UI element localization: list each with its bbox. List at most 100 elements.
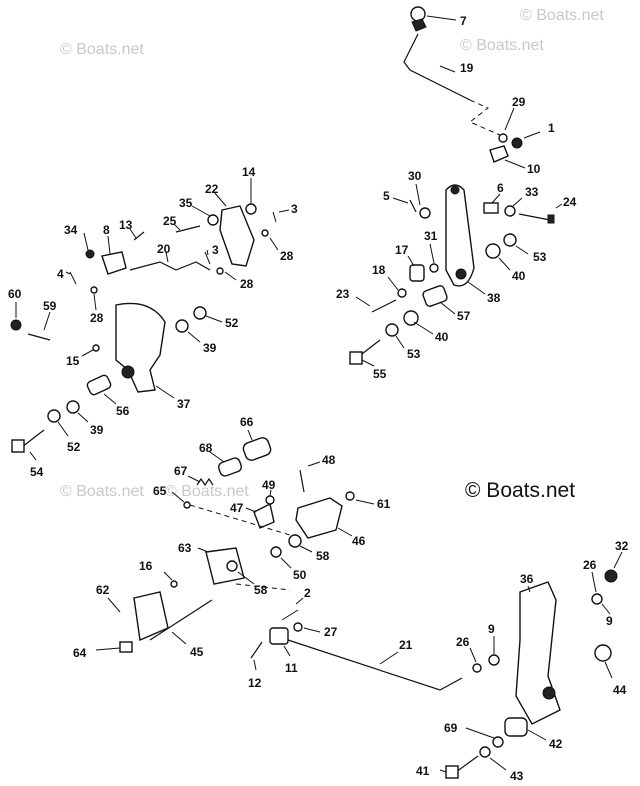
part-49-washer [265, 495, 275, 505]
part-9-washer [488, 654, 500, 666]
part-10-swivel [489, 145, 509, 163]
callout-35: 35 [179, 196, 193, 210]
callout-21: 21 [399, 638, 413, 652]
callout-26b: 26 [456, 635, 470, 649]
callout-58: 58 [316, 549, 330, 563]
part-38-lever [445, 184, 475, 287]
callout-49: 49 [262, 478, 276, 492]
part-27-washer [293, 622, 303, 632]
callout-37: 37 [177, 397, 191, 411]
part-3-pin [272, 211, 277, 223]
callout-52: 52 [225, 316, 239, 330]
part-24-screw-shank [518, 213, 551, 221]
callout-12: 12 [248, 676, 262, 690]
callout-55: 55 [373, 367, 387, 381]
part-66-sleeve [242, 437, 272, 461]
part-15-ball [92, 344, 100, 352]
part-33-washer [504, 205, 516, 217]
callout-3b: 3 [212, 243, 219, 257]
callout-69: 69 [444, 721, 458, 735]
callout-40b: 40 [435, 330, 449, 344]
callout-19: 19 [460, 61, 474, 75]
part-22-bracket [219, 205, 255, 267]
part-39-locknut-lower [66, 400, 80, 414]
callout-13: 13 [119, 218, 133, 232]
callout-33: 33 [525, 185, 539, 199]
callout-62: 62 [96, 583, 110, 597]
callout-42: 42 [549, 737, 563, 751]
callout-68: 68 [199, 441, 213, 455]
part-25-screw [175, 225, 201, 233]
part-62-bracket [133, 591, 169, 642]
callout-6: 6 [497, 181, 504, 195]
part-58-washer [288, 534, 302, 548]
part-11-clevis [269, 627, 289, 645]
part-7-nut [410, 6, 426, 22]
callout-7: 7 [460, 14, 467, 28]
part-64-screw [119, 641, 133, 653]
callout-2: 2 [304, 586, 311, 600]
watermark-mid-left: © Boats.net [60, 483, 144, 500]
part-44-washer [594, 644, 612, 662]
callout-4: 4 [57, 267, 64, 281]
watermark-top-right: © Boats.net [460, 37, 544, 54]
callout-16: 16 [139, 559, 153, 573]
callout-23: 23 [336, 287, 350, 301]
part-5-pin [409, 199, 417, 213]
callout-31: 31 [424, 229, 438, 243]
callout-40: 40 [512, 269, 526, 283]
callout-14: 14 [242, 165, 256, 179]
part-48-screw [299, 469, 305, 493]
callout-61: 61 [377, 497, 391, 511]
callout-28: 28 [280, 249, 294, 263]
callout-44: 44 [613, 683, 627, 697]
part-38-bore [455, 268, 467, 280]
part-19-rod [403, 33, 471, 101]
part-65-ball [183, 501, 191, 509]
link-dash-b [235, 583, 291, 591]
part-56-spacer [86, 374, 112, 396]
callout-29: 29 [512, 95, 526, 109]
part-32-nut [604, 569, 618, 583]
part-17-bushing [409, 264, 425, 282]
callout-65: 65 [153, 484, 167, 498]
rod-dash-line [469, 99, 501, 136]
part-69-washer [492, 736, 504, 748]
part-20-link [129, 261, 211, 271]
throttle-cam-assembly [10, 203, 277, 453]
part-63-plate [205, 547, 245, 585]
part-37-cam [115, 302, 166, 393]
watermark-mid-center: © Boats.net [165, 483, 249, 500]
callout-67: 67 [174, 464, 188, 478]
part-3-pin-b [204, 251, 211, 265]
part-16-ball [170, 580, 178, 588]
callout-9b: 9 [488, 622, 495, 636]
part-24-screw-head [547, 214, 555, 224]
callout-34: 34 [64, 223, 78, 237]
part-2-pin [281, 609, 299, 621]
part-26-washer-upper [591, 593, 603, 605]
part-34-nut [85, 249, 95, 259]
callout-8: 8 [103, 223, 110, 237]
callout-17: 17 [395, 243, 409, 257]
part-52-washer-lower [47, 409, 61, 423]
callout-27: 27 [324, 625, 338, 639]
part-36-bore [542, 686, 556, 700]
callout-5: 5 [383, 189, 390, 203]
part-28-washer-c [90, 286, 98, 294]
part-43-washer [479, 746, 491, 758]
callout-9: 9 [606, 614, 613, 628]
part-45-shaft [149, 599, 213, 641]
watermark-layer: © Boats.net © Boats.net © Boats.net © Bo… [60, 7, 604, 500]
callout-50: 50 [293, 568, 307, 582]
callout-47: 47 [230, 501, 244, 515]
part-50-washer [270, 546, 282, 558]
callout-54: 54 [30, 465, 44, 479]
callout-64: 64 [73, 646, 87, 660]
part-41-bolt [455, 755, 479, 773]
callout-48: 48 [322, 453, 336, 467]
callout-39b: 39 [90, 423, 104, 437]
callout-57: 57 [457, 309, 471, 323]
callout-20: 20 [157, 242, 171, 256]
